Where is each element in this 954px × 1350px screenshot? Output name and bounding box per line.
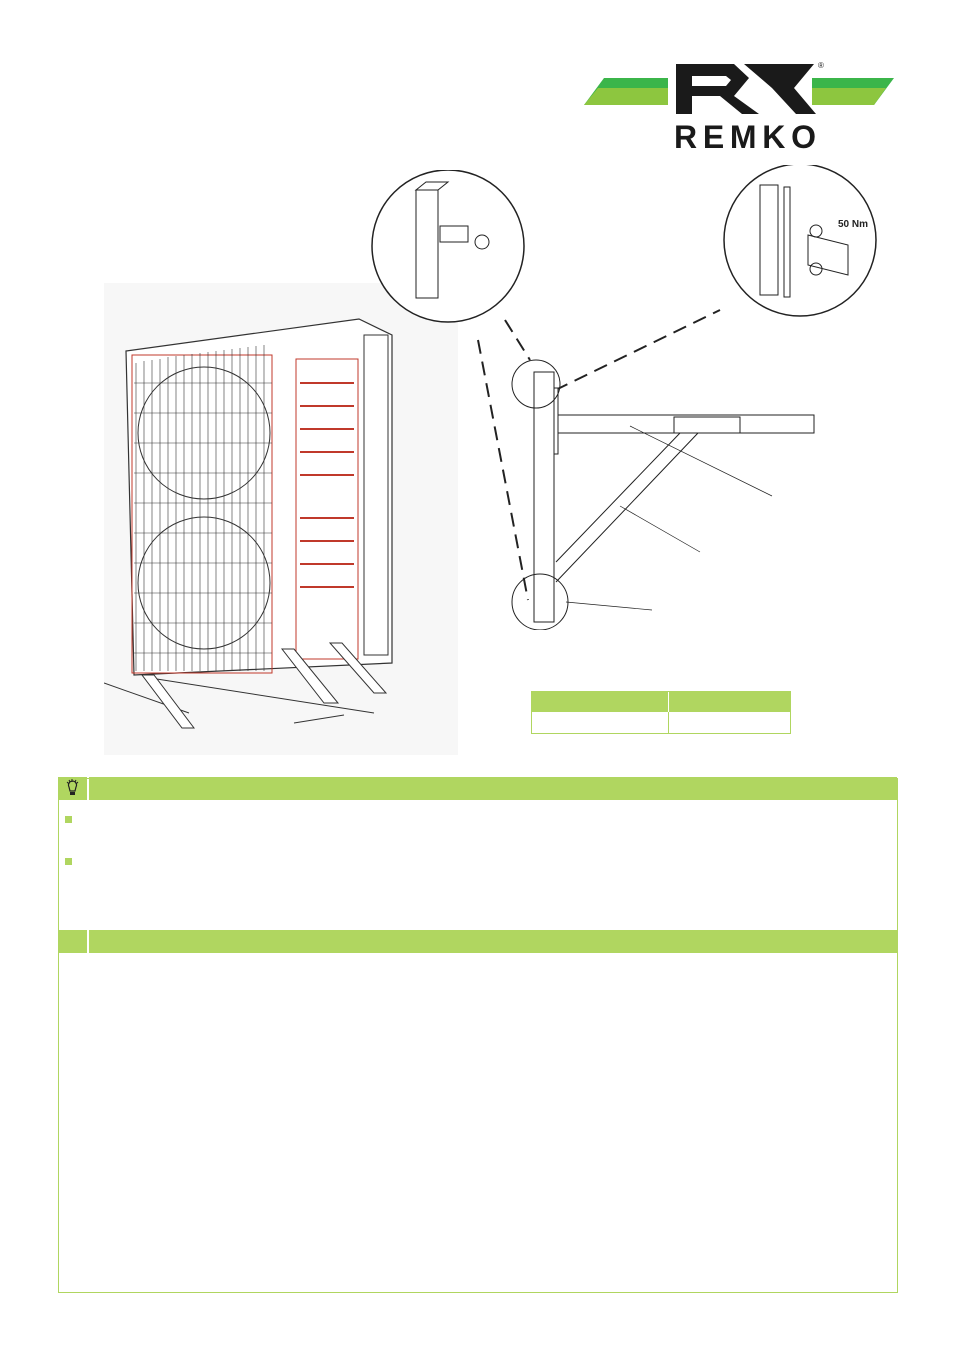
wall-bracket-drawing (477, 309, 815, 630)
outdoor-unit-drawing (104, 283, 458, 755)
detail-view-torque: 50 Nm (723, 165, 877, 317)
torque-label: 50 Nm (838, 219, 868, 230)
tip-icon-cell (58, 777, 87, 800)
remko-logo: ® REMKO (584, 61, 894, 153)
lightbulb-icon (66, 779, 79, 795)
detail-view-top (371, 170, 525, 323)
svg-text:REMKO: REMKO (674, 119, 816, 153)
section-icon-cell (58, 930, 87, 953)
bullet (65, 858, 72, 865)
bullet (65, 816, 72, 823)
section-header (89, 930, 897, 953)
tip-header (89, 777, 897, 800)
dimension-table (531, 691, 791, 734)
svg-text:®: ® (818, 61, 824, 70)
notes-box (58, 778, 898, 1293)
